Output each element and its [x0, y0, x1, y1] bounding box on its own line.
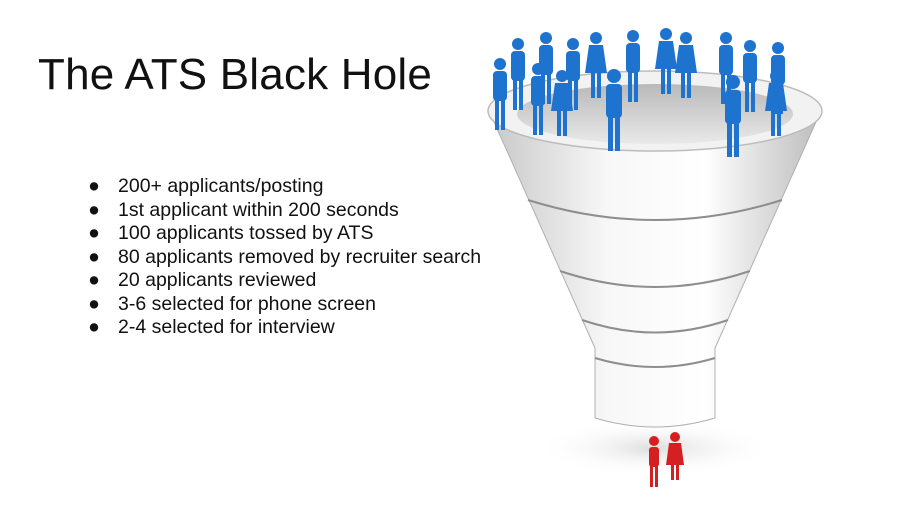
bullet-text: 3-6 selected for phone screen [118, 292, 376, 315]
list-item: ● 1st applicant within 200 seconds [84, 199, 504, 223]
bullet-text: 1st applicant within 200 seconds [118, 198, 399, 221]
bullet-text: 2-4 selected for interview [118, 316, 335, 338]
bullet-icon: ● [88, 245, 100, 268]
bullet-icon: ● [88, 175, 100, 197]
funnel-illustration [487, 28, 823, 487]
funnel-ring [594, 357, 716, 368]
list-item: ● 2-4 selected for interview [84, 316, 504, 340]
bullet-text: 80 applicants removed by recruiter searc… [118, 245, 482, 268]
funnel-ring [581, 319, 729, 334]
list-item: ● 200+ applicants/posting [84, 175, 504, 199]
bullet-text: 100 applicants tossed by ATS [118, 222, 374, 244]
selected-candidates [649, 432, 684, 487]
bullet-icon: ● [88, 198, 100, 221]
list-item: ● 3-6 selected for phone screen [84, 293, 504, 317]
funnel-ring [527, 199, 783, 221]
applicant-crowd [493, 28, 787, 157]
list-item: ● 80 applicants removed by recruiter sear… [84, 246, 504, 270]
bullet-icon: ● [88, 316, 100, 338]
bullet-icon: ● [88, 222, 100, 244]
list-item: ● 20 applicants reviewed [84, 269, 504, 293]
slide-title: The ATS Black Hole [38, 50, 433, 99]
bullet-text: 20 applicants reviewed [118, 269, 317, 291]
list-item: ● 100 applicants tossed by ATS [84, 222, 504, 246]
bullet-icon: ● [88, 292, 100, 315]
bullet-icon: ● [88, 269, 100, 291]
funnel-ring [559, 270, 751, 288]
bullet-text: 200+ applicants/posting [118, 175, 324, 197]
funnel-body [489, 112, 821, 428]
bullet-list: ● 200+ applicants/posting ● 1st applicant … [84, 175, 504, 340]
